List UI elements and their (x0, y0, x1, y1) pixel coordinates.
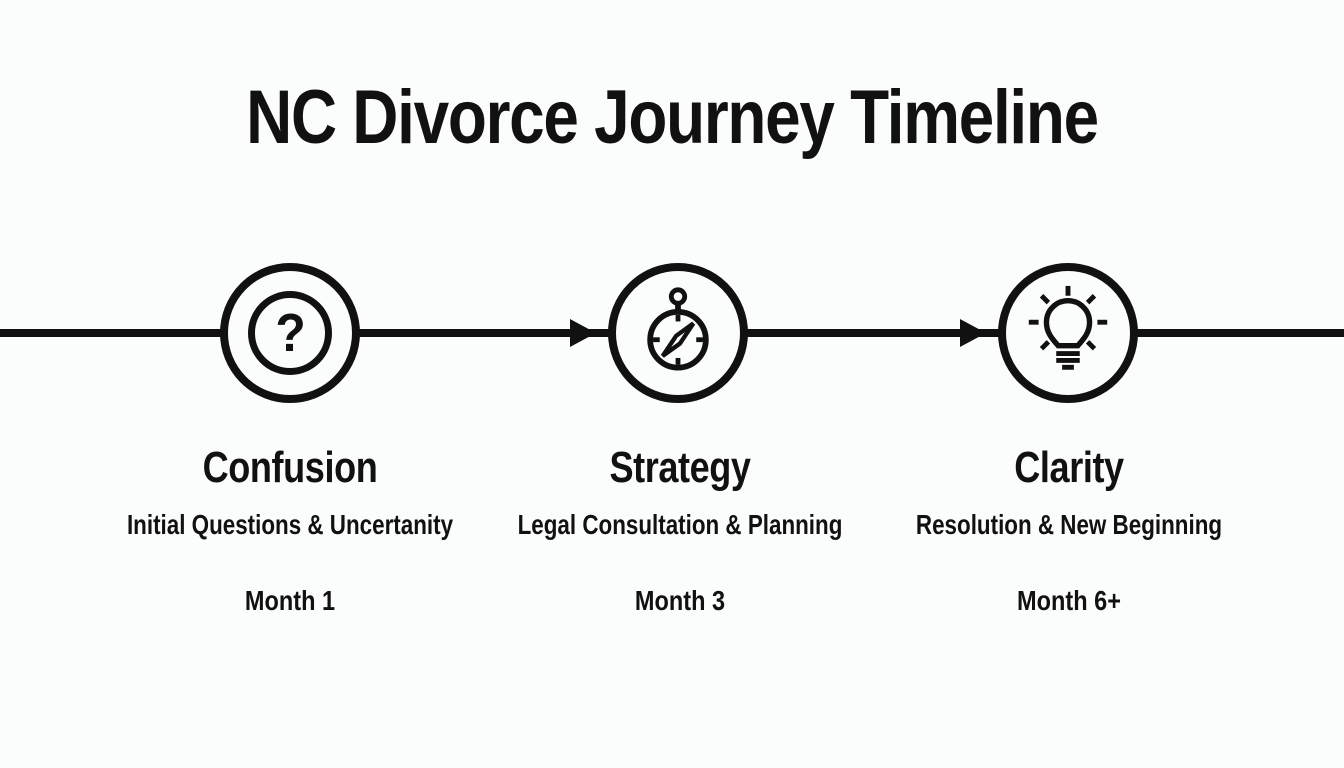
stage-month: Month 1 (244, 585, 336, 616)
question-glyph: ? (274, 303, 306, 363)
stage-description: Initial Questions & Uncertanity (126, 509, 454, 540)
question-icon: ? (248, 291, 332, 375)
stage-month: Month 3 (634, 585, 726, 616)
stage-title: Confusion (202, 443, 378, 492)
stage-node-confusion: ? (220, 263, 360, 403)
stage-title: Strategy (609, 443, 751, 492)
compass-icon (647, 287, 709, 371)
stage-description: Legal Consultation & Planning (517, 509, 843, 540)
stage-node-strategy (608, 263, 748, 403)
stage-month: Month 6+ (1017, 585, 1121, 616)
arrow-right-icon (570, 319, 596, 347)
page-title: NC Divorce Journey Timeline (246, 75, 1099, 160)
stage-node-clarity (998, 263, 1138, 403)
stage-description: Resolution & New Beginning (915, 509, 1223, 540)
lightbulb-icon (1028, 285, 1108, 370)
stage-title: Clarity (1014, 443, 1124, 492)
arrow-right-icon (960, 319, 986, 347)
